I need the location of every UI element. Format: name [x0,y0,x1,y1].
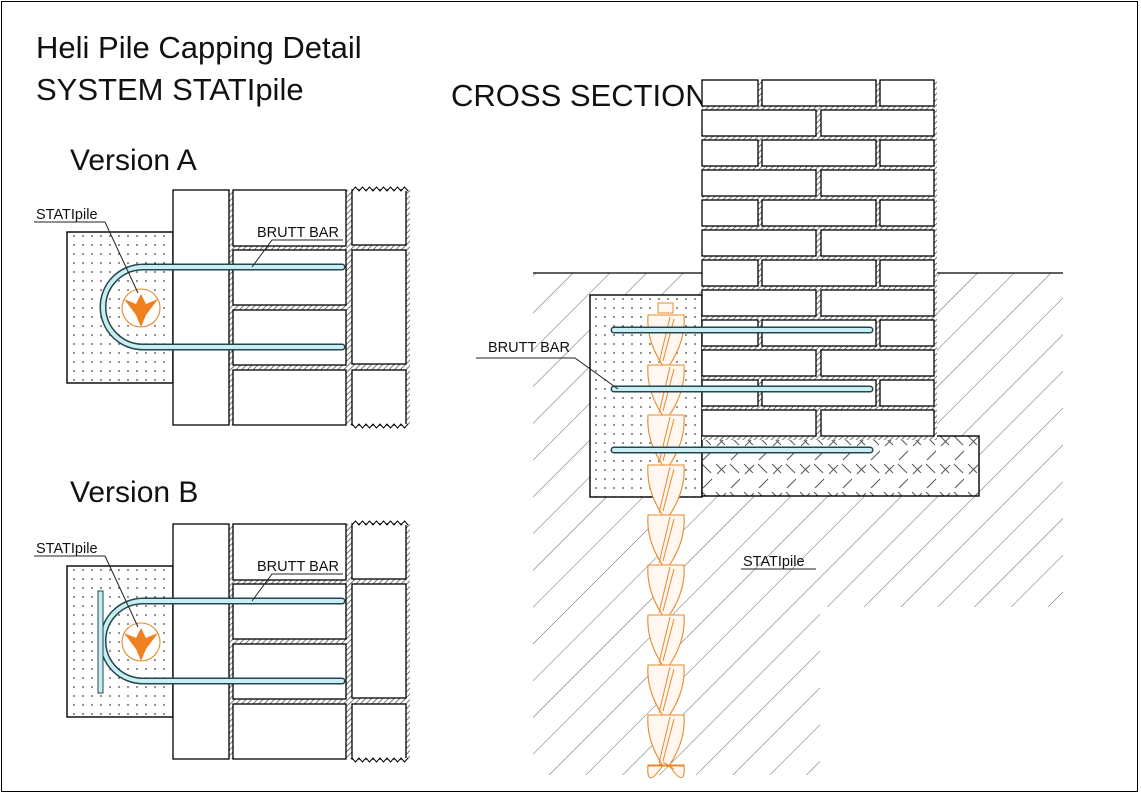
pile-label: STATIpile [36,541,98,557]
brick [820,289,935,317]
helix-line [662,568,675,612]
brick [701,409,817,437]
brick [232,249,347,306]
brick [820,409,935,437]
bar-leader [251,239,343,268]
brutt-bars-section [610,326,874,454]
brick [701,139,759,167]
helix-line [658,466,671,514]
brick [351,703,407,760]
brick [761,199,877,227]
brick [879,379,935,407]
brick [232,369,347,426]
helix-line [658,616,671,664]
brick [232,523,347,581]
bar-label: BRUTT BAR [257,559,339,575]
brick [761,139,877,167]
brick [351,249,407,365]
break-line [351,186,409,192]
brick [701,79,759,107]
brick [879,319,935,347]
cross-section-drawing: BRUTT BAR STATIpile [476,79,1063,779]
helix-line [662,518,675,562]
brick [701,349,817,377]
brick [820,229,935,257]
pile-cap-plate [657,302,674,314]
brick [701,109,817,137]
helix-line [658,416,671,464]
pile-helix-icon [124,294,158,327]
brick [351,523,407,580]
helix-line [658,716,671,764]
pile-leader [104,221,139,294]
pile-leader [104,555,139,628]
helix-line [662,318,675,362]
pile-helix-icon [124,628,158,661]
brick [879,79,935,107]
helix-line [662,468,675,512]
bar-leader [251,573,343,602]
section-pile-label: STATIpile [743,554,805,570]
brick [701,229,817,257]
helix-line [662,618,675,662]
brick [701,289,817,317]
section-bar-leader [476,357,619,390]
helix-line [658,666,671,714]
brick [232,703,347,760]
brick [172,189,230,426]
brick [701,259,759,287]
helix-line [658,516,671,564]
brick [761,79,877,107]
title-line-1: Heli Pile Capping Detail [36,30,362,65]
brick [351,189,407,246]
break-line [351,757,409,763]
helix-line [658,316,671,364]
helix-line [662,668,675,712]
brick [701,169,817,197]
brick-wall [701,79,937,440]
brick [172,523,230,760]
bar-label: BRUTT BAR [257,225,339,241]
brick [820,109,935,137]
helix-line [662,418,675,462]
section-bar-label: BRUTT BAR [488,340,570,356]
brick [879,259,935,287]
brick [820,349,935,377]
brick [232,643,347,700]
brick [879,199,935,227]
brick [820,169,935,197]
cross-section-heading: CROSS SECTION [451,78,708,113]
brick [761,379,877,407]
brick [351,369,407,426]
helix-line [658,566,671,614]
brick [701,199,759,227]
pile-label: STATIpile [36,207,98,223]
break-line [351,423,409,429]
brick [351,583,407,699]
brick [701,379,759,407]
brick [761,259,877,287]
break-line [351,520,409,526]
vertical-bar [97,590,104,694]
version-b-heading: Version B [70,476,198,509]
helix-line [662,718,675,762]
title-line-2: SYSTEM STATIpile [36,72,304,107]
version-a-heading: Version A [70,144,197,177]
brick [232,189,347,247]
brick [232,583,347,640]
brick [879,139,935,167]
brick [232,309,347,366]
